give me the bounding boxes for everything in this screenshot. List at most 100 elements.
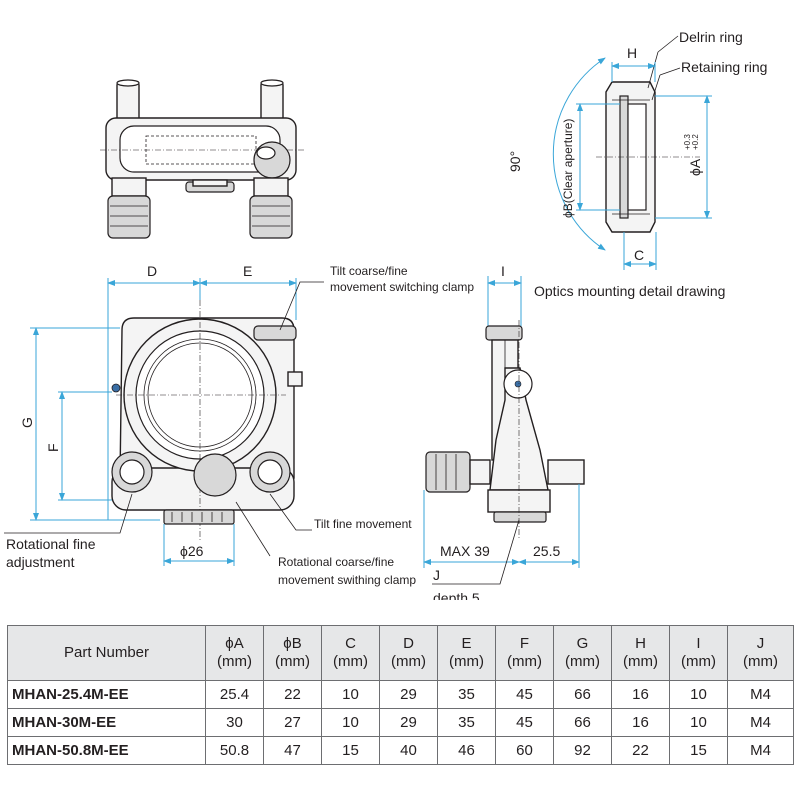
phi-a-tol-lower: +0.2 <box>691 134 700 150</box>
table-cell: 92 <box>553 736 612 765</box>
column-header-unit: (mm) <box>507 653 542 670</box>
column-header: C(mm) <box>321 625 380 681</box>
dim-25-5-label: 25.5 <box>533 543 560 559</box>
tilt-clamp-label-2: movement switching clamp <box>330 280 474 294</box>
column-header: J(mm) <box>727 625 794 681</box>
phi-a-tol-upper: +0.3 <box>683 134 692 150</box>
side-view <box>423 276 585 585</box>
column-header-symbol: G <box>576 635 589 652</box>
depth5-label: depth 5 <box>433 590 480 600</box>
rot-clamp-label-2: movement swithing clamp <box>278 573 416 587</box>
column-header-symbol: I <box>696 635 701 652</box>
column-header-unit: (mm) <box>217 653 252 670</box>
table-cell: 30 <box>205 708 264 737</box>
dim-d-label: D <box>147 263 157 279</box>
column-header-unit: (mm) <box>449 653 484 670</box>
drawing-labels: Delrin ring Retaining ring H C 90° ϕB(Cl… <box>6 29 767 600</box>
column-header: H(mm) <box>611 625 670 681</box>
table-cell: 15 <box>669 736 728 765</box>
table-cell: 15 <box>321 736 380 765</box>
column-header-symbol: Part Number <box>63 644 150 661</box>
column-header-symbol: F <box>519 635 530 652</box>
max39-label: MAX 39 <box>440 543 490 559</box>
retaining-ring-label: Retaining ring <box>681 59 767 75</box>
column-header: G(mm) <box>553 625 612 681</box>
table-cell: 66 <box>553 708 612 737</box>
phi-a-label: ϕA <box>687 158 703 176</box>
tilt-fine-label: Tilt fine movement <box>314 517 412 531</box>
part-number-cell: MHAN-30M-EE <box>7 708 206 737</box>
column-header-unit: (mm) <box>743 653 778 670</box>
column-header-unit: (mm) <box>565 653 600 670</box>
technical-drawing: Delrin ring Retaining ring H C 90° ϕB(Cl… <box>4 29 767 600</box>
column-header: D(mm) <box>379 625 438 681</box>
part-number-cell: MHAN-25.4M-EE <box>7 680 206 709</box>
rot-clamp-label-1: Rotational coarse/fine <box>278 555 394 569</box>
table-cell: 10 <box>669 708 728 737</box>
part-number-cell: MHAN-50.8M-EE <box>7 736 206 765</box>
column-header-symbol: E <box>461 635 472 652</box>
table-cell: 29 <box>379 680 438 709</box>
table-cell: 10 <box>321 708 380 737</box>
column-header: Part Number <box>7 625 206 681</box>
optics-detail-view <box>552 35 712 270</box>
table-cell: 45 <box>495 708 554 737</box>
table-cell: 47 <box>263 736 322 765</box>
column-header: I(mm) <box>669 625 728 681</box>
column-header: ϕA(mm) <box>205 625 264 681</box>
column-header: E(mm) <box>437 625 496 681</box>
table-cell: 35 <box>437 708 496 737</box>
column-header-unit: (mm) <box>275 653 310 670</box>
clear-aperture-label: ϕB(Clear aperture) <box>561 119 575 218</box>
dim-c-label: C <box>634 247 644 263</box>
column-header-unit: (mm) <box>623 653 658 670</box>
table-cell: 40 <box>379 736 438 765</box>
table-cell: 35 <box>437 680 496 709</box>
table-cell: M4 <box>727 708 794 737</box>
table-cell: 46 <box>437 736 496 765</box>
dim-f-label: F <box>45 443 61 452</box>
column-header: ϕB(mm) <box>263 625 322 681</box>
phi26-label: ϕ26 <box>180 543 204 559</box>
front-view <box>4 278 324 566</box>
angle-90-label: 90° <box>507 151 523 172</box>
table-cell: 25.4 <box>205 680 264 709</box>
table-cell: 27 <box>263 708 322 737</box>
optics-detail-caption: Optics mounting detail drawing <box>534 283 725 299</box>
column-header-symbol: D <box>403 635 414 652</box>
table-cell: 60 <box>495 736 554 765</box>
table-cell: 45 <box>495 680 554 709</box>
table-cell: M4 <box>727 736 794 765</box>
table-cell: 66 <box>553 680 612 709</box>
column-header: F(mm) <box>495 625 554 681</box>
dim-g-label: G <box>19 417 35 428</box>
table-cell: 29 <box>379 708 438 737</box>
column-header-symbol: ϕA <box>225 635 244 652</box>
delrin-ring-label: Delrin ring <box>679 29 743 45</box>
tilt-clamp-label-1: Tilt coarse/fine <box>330 264 408 278</box>
dim-j-label: J <box>433 567 440 583</box>
table-cell: 10 <box>321 680 380 709</box>
table-cell: 10 <box>669 680 728 709</box>
table-cell: 50.8 <box>205 736 264 765</box>
dim-h-label: H <box>627 45 637 61</box>
top-view <box>100 79 305 239</box>
column-header-unit: (mm) <box>391 653 426 670</box>
table-cell: 22 <box>611 736 670 765</box>
column-header-symbol: J <box>756 635 765 652</box>
column-header-symbol: ϕB <box>283 635 302 652</box>
table-cell: 22 <box>263 680 322 709</box>
column-header-symbol: C <box>345 635 356 652</box>
table-cell: 16 <box>611 708 670 737</box>
table-cell: 16 <box>611 680 670 709</box>
column-header-unit: (mm) <box>333 653 368 670</box>
rot-fine-label-2: adjustment <box>6 554 75 570</box>
column-header-symbol: H <box>635 635 646 652</box>
column-header-unit: (mm) <box>681 653 716 670</box>
rot-fine-label-1: Rotational fine <box>6 536 96 552</box>
